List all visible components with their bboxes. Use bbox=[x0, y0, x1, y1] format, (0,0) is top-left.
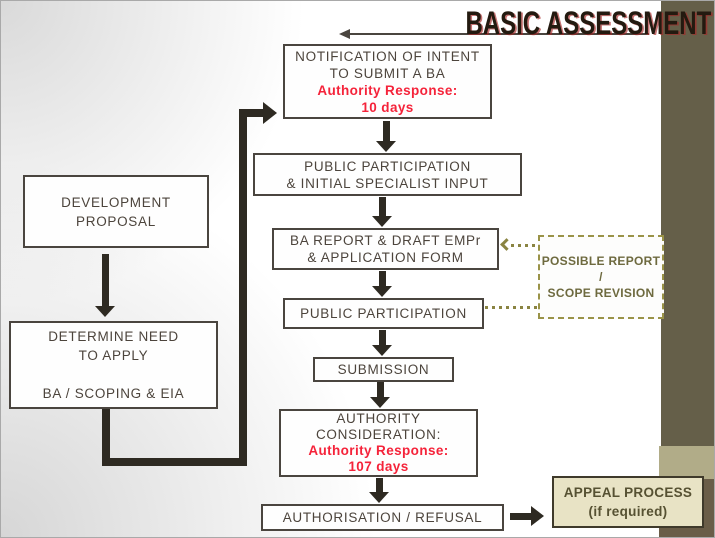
title-connector-arrowhead-icon bbox=[339, 29, 350, 39]
box-text-line: SUBMISSION bbox=[337, 362, 430, 377]
box-text-line: TO SUBMIT A BA bbox=[329, 65, 446, 81]
page-title: BASIC ASSESSMENT bbox=[465, 6, 711, 42]
dotted-connector-arrowhead-icon bbox=[500, 238, 513, 251]
box-ba-report: BA REPORT & DRAFT EMPr & APPLICATION FOR… bbox=[272, 228, 499, 270]
down-arrow-notification-to-public bbox=[376, 121, 396, 152]
box-text-line: BA / SCOPING & EIA bbox=[42, 386, 185, 401]
box-text-line: DEVELOPMENT bbox=[61, 194, 171, 210]
box-public-participation: PUBLIC PARTICIPATION bbox=[283, 298, 484, 329]
box-authorisation-refusal: AUTHORISATION / REFUSAL bbox=[261, 504, 504, 531]
elbow-connector-segment bbox=[102, 408, 110, 466]
down-arrow-bareport-to-public bbox=[372, 271, 392, 297]
box-submission: SUBMISSION bbox=[313, 357, 454, 382]
authority-response-label: Authority Response: bbox=[308, 443, 449, 458]
box-notification-of-intent: NOTIFICATION OF INTENT TO SUBMIT A BA Au… bbox=[283, 44, 492, 119]
authority-response-label: Authority Response: bbox=[317, 82, 458, 98]
down-arrow-authority-to-authorisation bbox=[369, 478, 389, 503]
elbow-connector-segment bbox=[239, 109, 265, 117]
box-text-line: & APPLICATION FORM bbox=[307, 250, 464, 265]
box-text-line: PUBLIC PARTICIPATION bbox=[304, 158, 471, 174]
title-connector-line bbox=[349, 33, 649, 35]
box-possible-report-scope-revision: POSSIBLE REPORT / SCOPE REVISION bbox=[538, 235, 664, 319]
box-text-line: POSSIBLE REPORT / bbox=[541, 254, 661, 284]
dotted-connector-revision-to-bareport bbox=[511, 244, 539, 247]
elbow-connector-segment bbox=[102, 458, 247, 466]
box-public-participation-initial: PUBLIC PARTICIPATION & INITIAL SPECIALIS… bbox=[253, 153, 522, 196]
box-appeal-process: APPEAL PROCESS (if required) bbox=[552, 476, 704, 528]
box-text-line: DETERMINE NEED bbox=[48, 329, 179, 344]
authority-response-days: 10 days bbox=[361, 99, 414, 115]
box-text-line: PUBLIC PARTICIPATION bbox=[300, 306, 467, 321]
down-arrow-submission-to-authority bbox=[370, 382, 390, 408]
box-text-line: CONSIDERATION: bbox=[315, 427, 442, 442]
right-arrow-authorisation-to-appeal bbox=[510, 506, 544, 526]
box-determine-need: DETERMINE NEED TO APPLY BA / SCOPING & E… bbox=[9, 321, 218, 409]
authority-response-days: 107 days bbox=[348, 459, 409, 474]
elbow-connector-arrowhead-icon bbox=[263, 102, 277, 124]
box-text-line: AUTHORITY bbox=[336, 411, 421, 426]
box-authority-consideration: AUTHORITY CONSIDERATION: Authority Respo… bbox=[279, 409, 478, 477]
box-text-line: BA REPORT & DRAFT EMPr bbox=[290, 233, 481, 248]
elbow-connector-segment bbox=[239, 109, 247, 466]
box-text-line: NOTIFICATION OF INTENT bbox=[295, 48, 480, 64]
box-text-line: AUTHORISATION / REFUSAL bbox=[282, 510, 483, 525]
box-text-line: SCOPE REVISION bbox=[547, 286, 655, 300]
box-text-line: (if required) bbox=[588, 504, 668, 519]
down-arrow-development-to-determine bbox=[95, 254, 115, 317]
box-text-line: APPEAL PROCESS bbox=[563, 485, 693, 500]
box-development-proposal: DEVELOPMENT PROPOSAL bbox=[23, 175, 209, 248]
box-text-line: TO APPLY bbox=[78, 348, 149, 363]
box-text-line: & INITIAL SPECIALIST INPUT bbox=[286, 175, 489, 191]
side-band-top bbox=[661, 1, 714, 448]
dotted-connector-public-to-revision bbox=[485, 306, 539, 309]
down-arrow-public-to-submission bbox=[372, 330, 392, 356]
box-text-line: PROPOSAL bbox=[76, 213, 156, 229]
side-band-light bbox=[659, 446, 714, 479]
down-arrow-public-to-bareport bbox=[372, 197, 392, 227]
